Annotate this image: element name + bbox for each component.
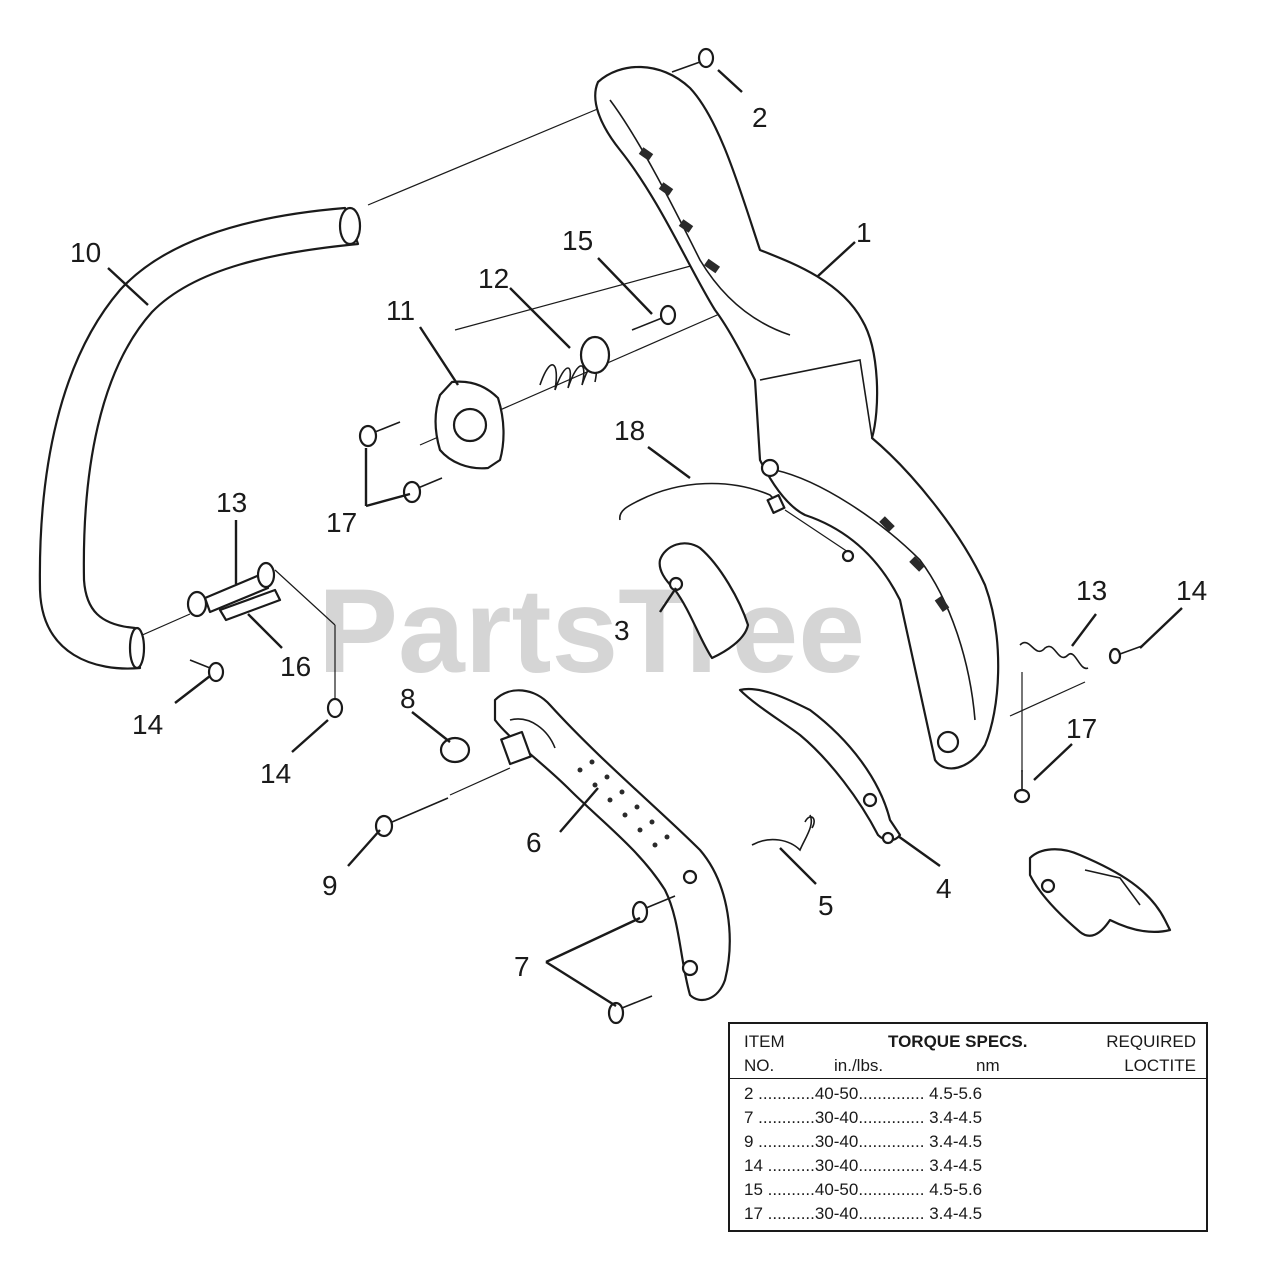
part-17-screws [358,421,443,504]
header-required: REQUIRED [1106,1032,1196,1051]
part-14-screws [189,645,1143,719]
callout-12: 12 [478,263,509,294]
table-row: 2 ............40-50.............. 4.5-5.… [744,1084,983,1103]
table-row: 7 ............30-40.............. 3.4-4.… [744,1108,983,1127]
part-15-bolt [631,304,677,331]
part-17-screw-right [1013,770,1031,804]
callout-14-right: 14 [1176,575,1207,606]
callout-5: 5 [818,890,834,921]
part-12-spring [539,335,611,391]
part-16-clip [218,588,282,622]
header-loctite: LOCTITE [1124,1056,1196,1075]
part-18-cable [619,482,786,521]
callout-4: 4 [936,873,952,904]
callout-11: 11 [386,295,415,326]
header-item: ITEM [744,1032,785,1051]
callout-18: 18 [614,415,645,446]
callout-16: 16 [280,651,311,682]
part-4-lever [738,687,902,845]
callout-labels: 1 2 3 4 5 6 7 8 9 10 11 12 13 13 14 14 1… [70,102,1207,982]
callout-3: 3 [614,615,630,646]
table-row: 15 ..........40-50.............. 4.5-5.6 [744,1180,983,1199]
header-no: NO. [744,1056,775,1075]
callout-14-mid: 14 [260,758,291,789]
leader-lines [107,69,1183,1008]
part-11-plate [434,380,505,470]
torque-specs-table: ITEM NO. TORQUE SPECS. in./lbs. nm REQUI… [728,1022,1208,1232]
callout-17-right: 17 [1066,713,1097,744]
header-divider [730,1078,1206,1079]
part-9-bolt [374,797,449,838]
table-row: 9 ............30-40.............. 3.4-4.… [744,1132,983,1151]
callout-13-right: 13 [1076,575,1107,606]
part-10-front-handle-tube [38,206,362,670]
callout-10: 10 [70,237,101,268]
callout-9: 9 [322,870,338,901]
callout-13-left: 13 [216,487,247,518]
callout-8: 8 [400,683,416,714]
table-row: 14 ..........30-40.............. 3.4-4.5 [744,1156,983,1175]
watermark: PartsTree [318,564,865,698]
callout-7: 7 [514,951,530,982]
part-1-rear-handle [594,65,1000,770]
callout-14-left: 14 [132,709,163,740]
table-row: 17 ..........30-40.............. 3.4-4.5 [744,1204,983,1223]
part-7-screws [607,895,676,1025]
part-13-spring-left [186,561,276,618]
header-nm: nm [976,1056,1000,1075]
callout-6: 6 [526,827,542,858]
part-13-spring-right [1019,641,1089,670]
callout-17-left: 17 [326,507,357,538]
header-torque-specs: TORQUE SPECS. [888,1032,1028,1051]
callout-15: 15 [562,225,593,256]
header-in-lbs: in./lbs. [834,1056,884,1075]
part-6-handle-guard [493,689,731,1002]
callout-1: 1 [856,217,872,248]
part-2-screw [671,47,715,73]
part-5-spring-clip [751,814,815,852]
brake-assembly-inset [1028,848,1172,937]
callout-2: 2 [752,102,768,133]
part-8-bumper [439,736,471,764]
